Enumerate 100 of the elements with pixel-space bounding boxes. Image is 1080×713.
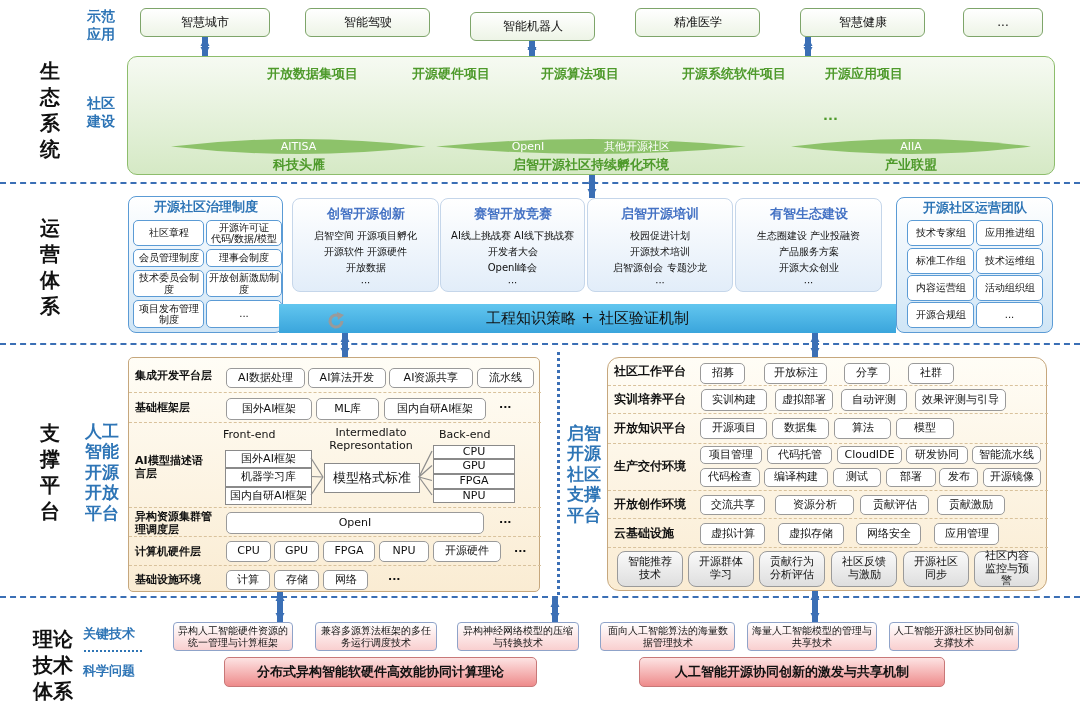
application-box: 智能驾驶: [305, 8, 430, 37]
item-box: FPGA: [433, 474, 515, 489]
item-box: ML库: [316, 398, 379, 420]
group-panel: [896, 197, 1053, 333]
card-text: 产品服务方案: [778, 245, 839, 259]
section-subtitle: 关键技术: [83, 626, 135, 643]
item-box: OpenI: [226, 512, 484, 534]
item-box: 开源合规组: [907, 302, 974, 328]
section-subtitle: 示范应用: [86, 8, 116, 43]
layer-title: 计算机硬件层: [135, 545, 201, 559]
layer-title: 生产交付环境: [614, 459, 686, 474]
item-box: 国内自研AI框架: [384, 398, 486, 420]
banner-text: AIIA: [900, 140, 922, 153]
key-technology-box: 异构神经网络模型的压缩与转换技术: [457, 622, 579, 651]
item-box: FPGA: [323, 541, 375, 562]
item-box: 应用推进组: [976, 220, 1043, 246]
item-box: 项目发布管理制度: [133, 300, 204, 328]
connector-line: [310, 457, 324, 478]
connector-line: [418, 476, 433, 496]
card-title: 创智开源创新: [326, 205, 405, 223]
column-heading: Front-end: [223, 428, 276, 442]
program-card: [292, 198, 439, 292]
layer-title: 开放知识平台: [614, 421, 686, 436]
card-text: ···: [507, 277, 518, 288]
card-text: 生态圈建设 产业投融资: [756, 229, 861, 243]
section-title: 支撑平台: [40, 420, 61, 524]
card-text: 启智源创会 专题沙龙: [613, 261, 707, 275]
item-box: 社群: [908, 363, 954, 384]
layer-row: [129, 508, 541, 537]
ribbon-banner: [791, 139, 1031, 154]
banner-text: AITISA: [280, 140, 317, 153]
science-problem-box: 人工智能开源协同创新的激发与共享机制: [639, 657, 945, 687]
item-box: 开放创新激励制度: [206, 270, 282, 297]
item-box: ...: [976, 302, 1043, 328]
application-box: ...: [963, 8, 1043, 37]
item-box: 流水线: [477, 368, 534, 388]
card-text: 开源大众创业: [778, 261, 839, 275]
item-box: NPU: [379, 541, 429, 562]
item-box: 招募: [700, 363, 745, 384]
layer-title: AI模型描述语言层: [135, 454, 204, 481]
item-box: 开放标注: [764, 363, 827, 384]
item-box: 网络: [323, 570, 368, 590]
item-box: 技术专家组: [907, 220, 974, 246]
double-arrow: [340, 333, 350, 357]
caption-text: 科技头雁: [271, 156, 326, 174]
strategy-bar: 工程知识策略 + 社区验证机制: [279, 304, 896, 333]
item-box: 内容运营组: [907, 275, 974, 301]
item-box: AI算法开发: [308, 368, 386, 388]
layer-title: 基础设施环境: [135, 573, 201, 587]
card-text: AI线上挑战赛 AI线下挑战赛: [451, 229, 574, 243]
item-box: 资源分析: [775, 495, 854, 515]
project-heading: 开放数据集项目: [267, 65, 358, 83]
item-box: 研发协同: [906, 446, 968, 464]
layer-title: 基础框架层: [135, 401, 190, 415]
more-text: ···: [823, 111, 838, 126]
ribbon-banner: [171, 139, 426, 154]
item-box: 实训构建: [701, 389, 767, 411]
double-arrow: [810, 333, 820, 357]
item-box: 代码托管: [767, 446, 832, 464]
project-heading: 开源应用项目: [825, 65, 903, 83]
item-text: 代码/数据/模型: [210, 233, 278, 244]
item-box: 模型格式标准: [324, 463, 420, 493]
item-box: 国外AI框架: [225, 450, 312, 468]
technology-box: 开源群体学习: [688, 551, 754, 587]
card-title: 启智开源培训: [621, 205, 699, 223]
item-box: 虚拟存储: [778, 523, 844, 545]
item-box: 虚拟部署: [775, 389, 833, 411]
item-box: CloudIDE: [837, 446, 902, 464]
item-box: CPU: [433, 445, 515, 459]
item-box: 机器学习库: [225, 468, 312, 487]
project-heading: 开源系统软件项目: [682, 65, 786, 83]
panel-title: 开源社区运营团队: [922, 199, 1027, 217]
card-text: 开源软件 开源硬件: [323, 245, 408, 259]
item-box: 理事会制度: [206, 249, 282, 267]
connector-line: [418, 476, 433, 482]
application-box: 智慧健康: [800, 8, 925, 37]
item-box: 虚拟计算: [700, 523, 765, 545]
item-box: CPU: [226, 541, 271, 562]
layer-row: [608, 444, 1048, 491]
key-technology-box: 海量人工智能模型的管理与共享技术: [747, 622, 877, 651]
double-arrow: [550, 598, 560, 622]
item-box: 国内自研AI框架: [225, 487, 312, 505]
technology-box: 贡献行为分析评估: [759, 551, 825, 587]
item-box: 活动组织组: [976, 275, 1043, 301]
double-arrow: [587, 175, 597, 198]
key-technology-box: 人工智能开源社区协同创新支撑技术: [889, 622, 1019, 651]
science-problem-box: 分布式异构智能软硬件高效能协同计算理论: [224, 657, 537, 687]
project-heading: 开源算法项目: [541, 65, 619, 83]
ribbon-banner: [436, 139, 746, 154]
item-box: 模型: [896, 418, 954, 439]
double-arrow: [200, 37, 210, 56]
item-box: 社区章程: [133, 220, 204, 246]
item-box: 交流共享: [700, 495, 765, 515]
card-title: 赛智开放竞赛: [473, 205, 552, 223]
item-text: 开源许可证: [219, 222, 269, 233]
card-text: ···: [803, 277, 814, 288]
card-text: 开源技术培训: [630, 245, 690, 259]
connector-line: [418, 450, 433, 478]
item-box: 代码检查: [700, 468, 760, 487]
card-text: ···: [655, 277, 665, 288]
